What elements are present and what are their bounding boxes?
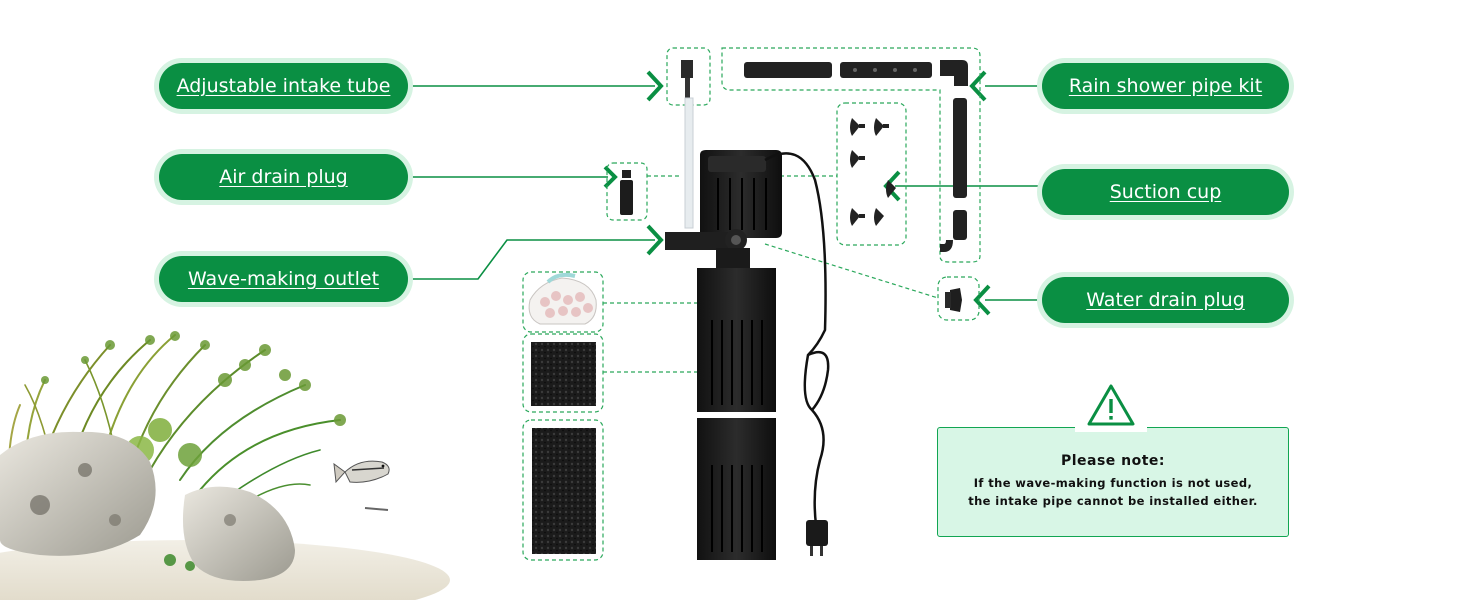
note-line-1: If the wave-making function is not used, [973,476,1253,490]
label-wave-making-outlet: Wave-making outlet [159,256,408,302]
rain-shower-pipes [744,60,968,252]
warning-triangle-icon [1087,384,1135,426]
ceramic-rings-bag [528,272,597,325]
note-title: Please note: [1060,453,1166,469]
intake-tube-part [681,60,693,100]
label-text: Air drain plug [219,166,348,188]
power-plug [806,520,828,556]
label-text: Water drain plug [1086,289,1245,311]
small-fish [364,507,389,511]
fish [344,460,390,483]
air-drain-plug-part [620,170,633,215]
label-air-drain-plug: Air drain plug [159,154,408,200]
chevron-left-icon [969,70,987,102]
chevron-icons [603,70,991,316]
label-text: Rain shower pipe kit [1068,75,1263,97]
leader-lines [410,85,1042,301]
leader-wave-outlet [410,239,655,280]
warning-badge [1075,382,1147,432]
label-text: Suction cup [1109,181,1222,203]
aquascape-decoration [0,331,450,600]
water-drain-plug-part [945,288,962,312]
chevron-left-icon [883,170,901,202]
outline-rain-shower-kit [721,47,981,263]
label-text: Wave-making outlet [187,268,380,290]
chevron-right-icon [646,224,664,256]
note-box: Please note: If the wave-making function… [937,427,1289,537]
outline-ceramic-rings [522,271,604,333]
outline-suction-cups [836,102,907,246]
rock-right [182,486,295,581]
chevron-right-icon [603,165,618,189]
component-outlines [522,47,981,561]
rock-large [0,431,156,556]
label-rain-shower-pipe-kit: Rain shower pipe kit [1042,63,1289,109]
power-cord [764,152,830,526]
sponge-small [531,342,596,406]
note-line-2: the intake pipe cannot be installed eith… [968,494,1258,508]
label-text: Adjustable intake tube [176,75,391,97]
sponge-large [532,428,596,554]
chevron-right-icon [646,70,664,102]
label-water-drain-plug: Water drain plug [1042,277,1289,323]
outline-sponge-large [522,419,604,561]
label-adjustable-intake-tube: Adjustable intake tube [159,63,408,109]
outline-water-drain-plug [937,276,980,321]
outline-intake-tube [666,47,711,106]
label-suction-cup: Suction cup [1042,169,1289,215]
outline-sponge-small [522,333,604,413]
pump-body [665,97,782,560]
outline-air-drain-plug [606,162,648,221]
chevron-left-icon [973,284,991,316]
suction-cups [850,118,896,226]
